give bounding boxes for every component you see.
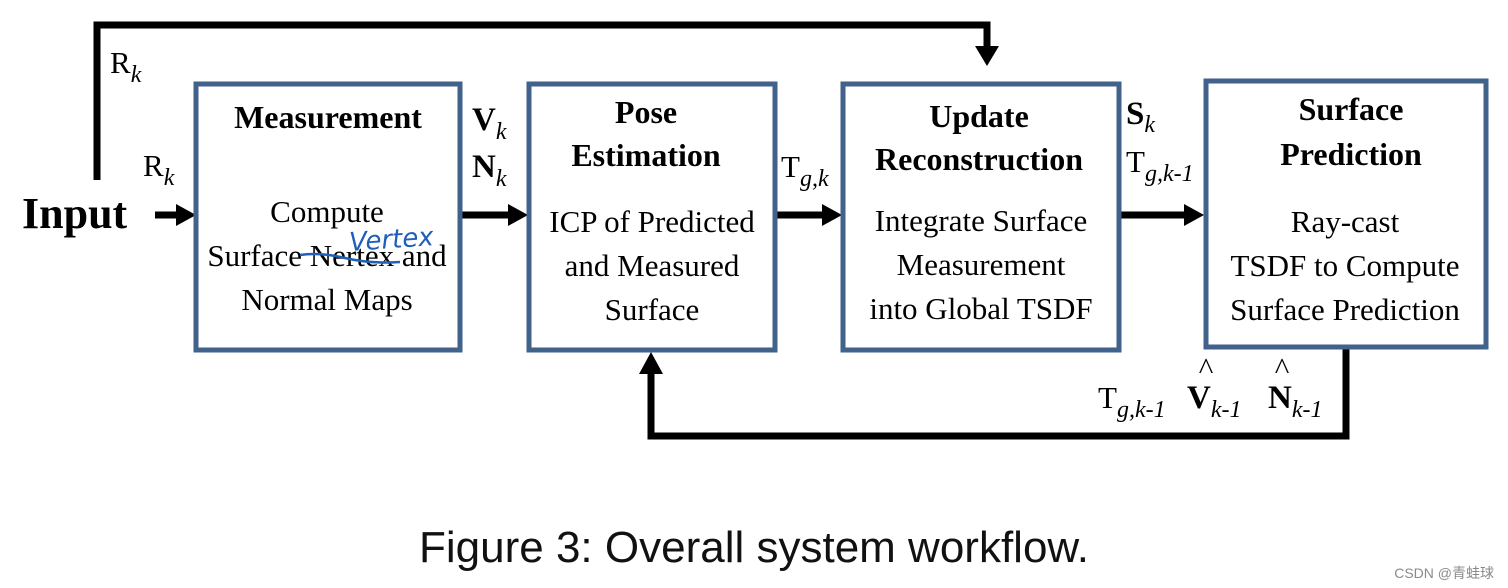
update-to-surface-arrowhead bbox=[1184, 204, 1204, 226]
update-title-line-2: Reconstruction bbox=[875, 141, 1083, 177]
measurement-to-pose-arrowhead bbox=[508, 204, 528, 226]
pose-to-update-arrowhead bbox=[822, 204, 842, 226]
measurement-body-line-3: Normal Maps bbox=[241, 282, 412, 317]
surface-block: Surface Prediction Ray-cast TSDF to Comp… bbox=[1203, 78, 1489, 350]
update-title-line-1: Update bbox=[929, 98, 1029, 134]
pose-body-line-3: Surface bbox=[605, 292, 700, 327]
watermark: CSDN @青蛙球 bbox=[1394, 565, 1494, 581]
surface-body-line-2: TSDF to Compute bbox=[1230, 248, 1459, 283]
pose-block: Pose Estimation ICP of Predicted and Mea… bbox=[526, 81, 778, 353]
surface-box bbox=[1203, 78, 1489, 350]
feedback-pose-label: Tg,k-1 bbox=[1098, 380, 1166, 423]
measurement-block: Measurement Compute Surface Nertex and N… bbox=[193, 81, 463, 353]
update-box bbox=[840, 81, 1122, 353]
predicted-normal-label: Nk-1 bbox=[1268, 380, 1323, 423]
raw-depth-bypass-arrowhead bbox=[975, 46, 999, 66]
vertex-map-label: Vk bbox=[472, 102, 507, 145]
predicted-vertex-label: Vk-1 bbox=[1187, 380, 1242, 423]
pose-forward-label: Tg,k-1 bbox=[1126, 144, 1194, 187]
tsdf-output-label: Sk bbox=[1126, 96, 1155, 138]
connectors bbox=[93, 21, 1350, 440]
prediction-feedback-arrowhead bbox=[639, 352, 663, 374]
handwritten-correction: Vertex bbox=[348, 222, 435, 258]
input-label: Input bbox=[22, 189, 128, 238]
rk-input-label: Rk bbox=[143, 148, 175, 191]
pose-body-line-2: and Measured bbox=[565, 248, 740, 283]
surface-body-line-1: Ray-cast bbox=[1291, 204, 1400, 239]
pose-title-line-1: Pose bbox=[615, 94, 677, 130]
pose-output-label: Tg,k bbox=[781, 149, 829, 192]
input-arrowhead bbox=[176, 204, 196, 226]
handwritten-strike-stroke bbox=[299, 252, 401, 264]
surface-title-line-2: Prediction bbox=[1280, 136, 1422, 172]
measurement-box bbox=[193, 81, 463, 353]
predicted-normal-hat: ^ bbox=[1275, 351, 1290, 386]
rk-top-label: Rk bbox=[110, 45, 142, 88]
raw-depth-bypass-line bbox=[93, 21, 991, 180]
measurement-title: Measurement bbox=[234, 99, 422, 135]
figure-caption: Figure 3: Overall system workflow. bbox=[419, 523, 1089, 572]
pose-box bbox=[526, 81, 778, 353]
update-block: Update Reconstruction Integrate Surface … bbox=[840, 81, 1122, 353]
prediction-feedback-line bbox=[647, 349, 1350, 440]
update-body-line-1: Integrate Surface bbox=[875, 203, 1088, 238]
normal-map-label: Nk bbox=[472, 149, 507, 192]
predicted-vertex-hat: ^ bbox=[1199, 351, 1214, 386]
update-body-line-3: into Global TSDF bbox=[869, 291, 1092, 326]
surface-title-line-1: Surface bbox=[1299, 91, 1404, 127]
pose-body-line-1: ICP of Predicted bbox=[549, 204, 755, 239]
update-body-line-2: Measurement bbox=[897, 247, 1066, 282]
measurement-body-line-1: Compute bbox=[270, 194, 384, 229]
surface-body-line-3: Surface Prediction bbox=[1230, 292, 1460, 327]
pose-title-line-2: Estimation bbox=[571, 137, 721, 173]
